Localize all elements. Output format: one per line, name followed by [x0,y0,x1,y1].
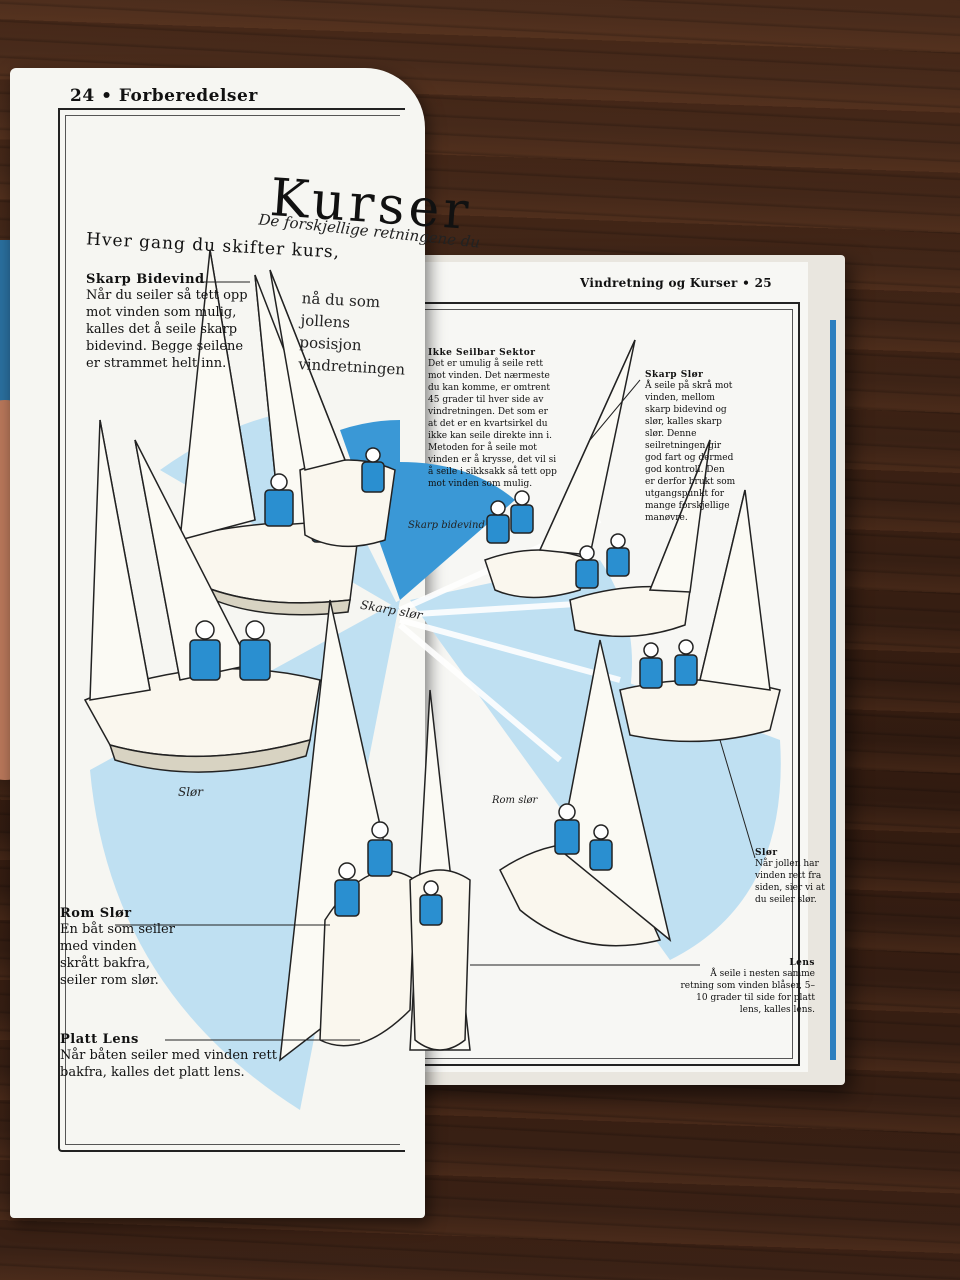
label-body: Å seile i nesten samme retning som vinde… [680,969,816,1015]
caption-skarp-bidevind: Skarp bidevind [408,520,485,531]
label-body: Det er umulig å seile rett mot vinden. D… [428,359,557,489]
boat-right-skarp-slor [569,439,711,638]
label-body: Når jollen har vinden rett fra siden, si… [755,859,825,905]
left-page-frame [58,108,405,1152]
label-heading: Slør [755,848,778,858]
label-ikke-seilbar-sektor: Ikke Seilbar Sektor Det er umulig å seil… [428,348,558,490]
right-page-frame [418,302,800,1066]
label-heading: Rom Slør [60,906,132,921]
label-skarp-slor: Skarp Slør Å seile på skrå mot vinden, m… [645,370,737,524]
boat-right-rom-slor [499,639,672,947]
label-body: En båt som seiler med vinden skrått bakf… [60,922,175,988]
lead-text-cont: nå du som jollens posisjon vindretningen [297,289,406,379]
label-body: Når båten seiler med vinden rett bakfra,… [60,1048,277,1080]
left-page-header: 24 • Forberedelser [70,86,258,106]
caption-slor: Slør [178,785,204,799]
label-heading: Skarp Slør [645,370,704,380]
boat-rom-slor-left [279,599,416,1062]
boat-platt-lens [409,689,471,1051]
label-skarp-bidevind: Skarp Bidevind Når du seiler så tett opp… [86,272,261,372]
reach-sector-right [410,560,632,690]
label-lens: Lens Å seile i nesten samme retning som … [680,958,816,1016]
label-heading: Platt Lens [60,1032,139,1047]
no-go-sector-right [400,462,515,600]
boat-slor [83,419,321,773]
book-spine-stripe [830,320,836,1060]
boat-right-skarp-bidevind [484,339,636,599]
boat-right-slor [619,489,781,743]
label-heading: Skarp Bidevind [86,272,205,287]
label-body: Å seile på skrå mot vinden, mellom skarp… [645,381,736,523]
right-page-header: Vindretning og Kurser • 25 [580,276,772,290]
label-platt-lens: Platt Lens Når båten seiler med vinden r… [60,1032,300,1081]
label-heading: Lens [789,958,815,968]
caption-rom-slor: Rom slør [492,795,538,806]
label-body: Når du seiler så tett opp mot vinden som… [86,288,248,371]
boat-upper-left [269,269,396,548]
label-rom-slor: Rom Slør En båt som seiler med vinden sk… [60,906,175,989]
label-heading: Ikke Seilbar Sektor [428,348,536,358]
label-slor: Slør Når jollen har vinden rett fra side… [755,848,825,906]
